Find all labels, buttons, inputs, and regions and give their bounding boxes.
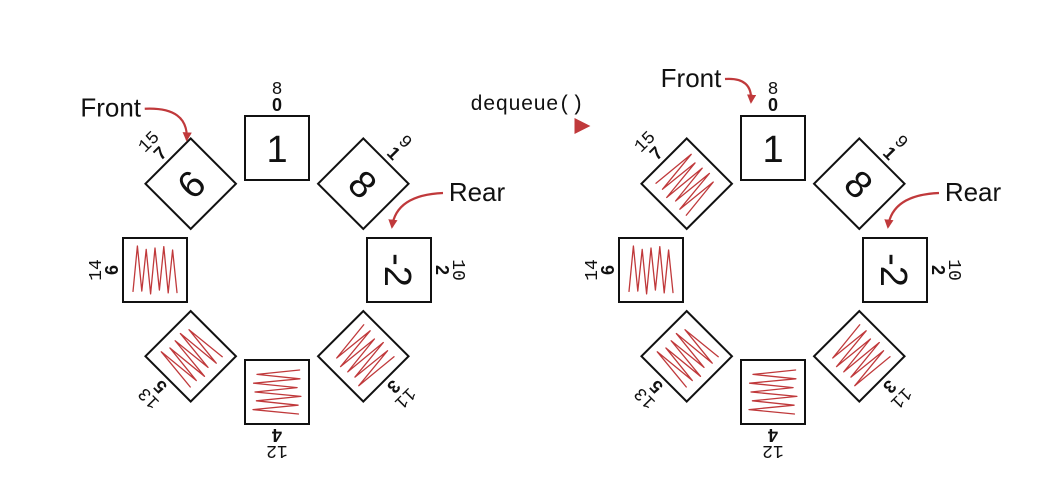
slot-number: 14 (583, 259, 603, 281)
front-pointer-arrow (144, 107, 192, 142)
slot-number: 10 (943, 259, 963, 281)
queue-slot: -2 (862, 237, 928, 303)
slot-box (740, 115, 806, 181)
empty-slot-scribble (628, 245, 674, 295)
slot-index: 2 (432, 265, 452, 275)
slot-box (316, 137, 410, 231)
queue-slot: 1 (244, 115, 310, 181)
slot-box (144, 137, 238, 231)
slot-number: 8 (768, 80, 779, 100)
empty-slot-scribble (252, 369, 302, 415)
slot-index: 0 (272, 95, 282, 115)
slot-number: 8 (272, 80, 283, 100)
queue-slot (740, 359, 806, 425)
empty-slot-scribble (656, 329, 719, 388)
queue-slot: 8 (316, 137, 410, 231)
queue-slot: 1 (740, 115, 806, 181)
front-pointer: Front (80, 93, 192, 142)
slot-value: -2 (872, 253, 914, 287)
empty-slot-scribble (132, 245, 178, 295)
queue-slot (144, 309, 238, 403)
slot-number: 10 (447, 259, 467, 281)
empty-slot-scribble (160, 329, 223, 388)
queue-slot (812, 309, 906, 403)
empty-slot-scribble (748, 369, 798, 415)
slot-box (812, 309, 906, 403)
operation: dequeue() (470, 94, 591, 134)
slot-value: 1 (266, 129, 287, 171)
rear-pointer: Rear (388, 177, 506, 229)
slot-box (862, 237, 928, 303)
rear-pointer-label: Rear (945, 177, 1002, 207)
slot-value: -2 (376, 253, 418, 287)
slot-box (640, 309, 734, 403)
slot-box (812, 137, 906, 231)
queue-slot (316, 309, 410, 403)
queue-slot (244, 359, 310, 425)
rear-pointer: Rear (884, 177, 1002, 229)
empty-slot-scribble (336, 324, 395, 387)
slot-index: 6 (102, 265, 122, 275)
slot-box (122, 237, 188, 303)
slot-box (366, 237, 432, 303)
queue-slot: 8 (812, 137, 906, 231)
front-pointer-label: Front (80, 93, 141, 123)
slot-index: 0 (768, 95, 778, 115)
front-pointer-label: Front (661, 63, 722, 93)
slot-box (244, 115, 310, 181)
rear-pointer-label: Rear (449, 177, 506, 207)
queue-slot (640, 137, 734, 231)
slot-value: 1 (762, 129, 783, 171)
queue-slot (122, 237, 188, 303)
empty-slot-scribble (832, 324, 891, 387)
operation-label: dequeue() (470, 94, 583, 117)
slot-index: 4 (768, 425, 778, 445)
queue-slot (640, 309, 734, 403)
slot-number: 12 (762, 440, 784, 460)
slot-index: 4 (272, 425, 282, 445)
front-pointer: Front (661, 63, 757, 104)
slot-box (316, 309, 410, 403)
queue-slot (618, 237, 684, 303)
slot-box (618, 237, 684, 303)
queue-slot: -2 (366, 237, 432, 303)
rear-pointer-arrow (884, 191, 940, 229)
slot-box (144, 309, 238, 403)
slot-number: 14 (87, 259, 107, 281)
slot-box (640, 137, 734, 231)
rear-pointer-arrow (388, 191, 444, 229)
queue-slot: 6 (144, 137, 238, 231)
slot-index: 2 (928, 265, 948, 275)
empty-slot-scribble (655, 153, 714, 216)
front-pointer-arrow (724, 77, 757, 104)
slot-number: 12 (266, 440, 288, 460)
slot-index: 6 (598, 265, 618, 275)
